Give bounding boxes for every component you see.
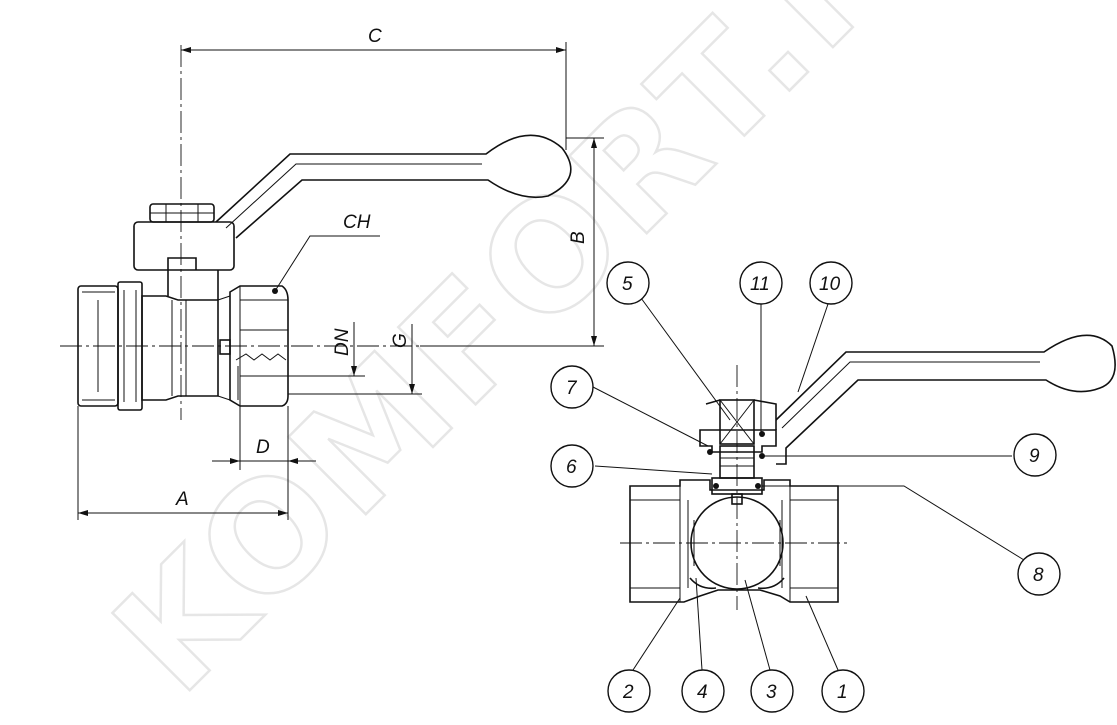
callout-7: 7 [550,365,594,409]
body-pin [219,339,231,355]
callout-8: 8 [1017,552,1061,596]
svg-text:1: 1 [837,682,848,703]
leader-3 [744,579,771,671]
svg-text:6: 6 [566,457,577,478]
valve-body [141,295,219,401]
section-body [629,479,839,603]
svg-text:2: 2 [622,682,634,703]
ball [690,496,784,590]
ch-leader [274,235,380,292]
callout-4: 4 [681,669,725,713]
dim-b-label: B [568,231,589,244]
svg-text:7: 7 [566,378,578,399]
leader-6 [594,465,713,475]
dim-a-label: A [175,489,189,510]
right-hex-end [229,285,289,407]
dim-d-label: D [256,437,270,458]
callout-1: 1 [821,669,865,713]
dim-ch-label: CH [343,212,371,233]
dim-dn-label: DN [332,328,353,356]
svg-text:5: 5 [622,274,633,295]
stem-tip [731,493,743,505]
callout-6: 6 [550,444,594,488]
lever-handle [215,134,572,239]
leader-1 [805,595,839,671]
leader-4 [695,577,703,671]
callout-10: 10 [809,261,853,305]
svg-text:4: 4 [697,682,708,703]
seat-ring-left [689,577,717,590]
handle-hub [133,221,235,271]
packing-nut [699,429,777,453]
svg-text:3: 3 [766,682,777,703]
stem [719,445,755,479]
leader-2 [632,597,681,671]
leader-5 [640,297,731,421]
svg-text:8: 8 [1033,565,1044,586]
top-nut [719,399,755,445]
seat-ring-right [757,577,785,590]
dim-g-label: G [390,333,411,348]
leader-8 [762,485,1025,561]
callout-2: 2 [607,669,651,713]
callout-9: 9 [1013,433,1057,477]
svg-text:10: 10 [819,274,841,295]
svg-text:11: 11 [750,274,770,295]
leader-10 [797,303,829,393]
side-view: C B CH DN G D A [60,26,604,520]
leader-7 [592,386,709,447]
callout-3: 3 [750,669,794,713]
callout-11: 11 [739,261,783,305]
dim-c-label: C [368,26,382,47]
thread-cut [235,353,287,361]
svg-text:9: 9 [1029,446,1040,467]
callout-5: 5 [606,261,650,305]
section-view: 5 11 10 7 6 9 8 2 4 3 1 [550,261,1116,713]
hub-slot [167,257,197,270]
section-lever-handle [775,334,1116,465]
